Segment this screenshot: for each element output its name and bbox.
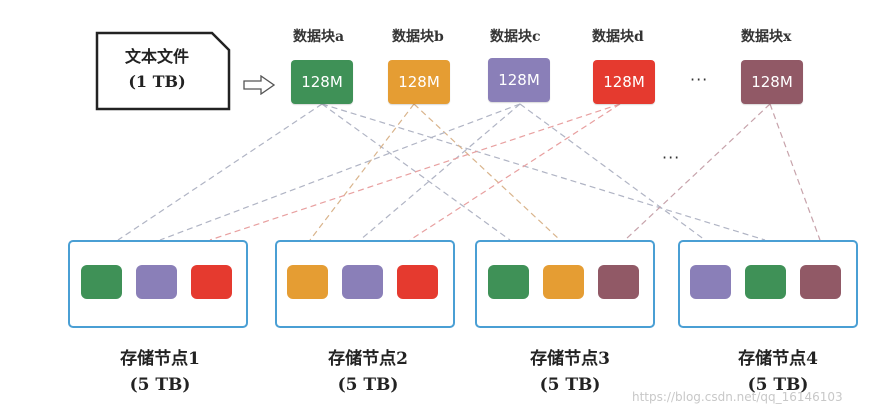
node1-block-c (136, 265, 177, 299)
block-label-x: 数据块x (741, 29, 792, 45)
block-label-a: 数据块a (293, 29, 345, 45)
text-file-title: 文本文件 (124, 47, 189, 66)
node4-block-x (800, 265, 841, 299)
node2-block-d (397, 265, 438, 299)
node4-block-a (745, 265, 786, 299)
connector-a-node4 (321, 103, 766, 241)
node2-block-c (342, 265, 383, 299)
storage-node-3-size: (5 TB) (539, 375, 601, 395)
text-file-size: (1 TB) (128, 72, 186, 91)
node3-block-a (488, 265, 529, 299)
data-block-x: 128M (741, 60, 803, 104)
data-block-d: 128M (593, 60, 655, 104)
connector-d-node1 (209, 103, 621, 241)
ellipsis-top: ··· (690, 70, 709, 89)
node2-block-b (287, 265, 328, 299)
text-file-label: 文本文件 (1 TB) (94, 44, 220, 94)
data-block-c: 128M (488, 58, 550, 102)
node1-block-d (191, 265, 232, 299)
block-label-c: 数据块c (490, 29, 541, 45)
storage-node-4-size: (5 TB) (747, 375, 809, 395)
connector-x-node3 (624, 103, 771, 241)
ellipsis-middle: ··· (662, 148, 681, 167)
data-block-a: 128M (291, 60, 353, 104)
data-block-b: 128M (388, 60, 450, 104)
block-label-d: 数据块d (592, 29, 644, 45)
watermark: https://blog.csdn.net/qq_16146103 (632, 390, 843, 404)
node3-block-x (598, 265, 639, 299)
text-file-document-icon (95, 31, 231, 111)
storage-node-2-label: 存储节点2 (5 TB) (293, 346, 443, 398)
storage-node-1-name: 存储节点1 (120, 349, 200, 369)
storage-node-2-name: 存储节点2 (328, 349, 408, 369)
connector-c-node4 (519, 103, 706, 241)
split-arrow-icon (243, 75, 275, 95)
connector-a-node3 (321, 103, 511, 241)
storage-node-3-label: 存储节点3 (5 TB) (495, 346, 645, 398)
connector-a-node1 (117, 103, 323, 241)
connector-b-node3 (413, 103, 561, 241)
connector-c-node2 (359, 103, 521, 241)
connector-c-node1 (159, 103, 521, 241)
node3-block-b (543, 265, 584, 299)
storage-node-2-size: (5 TB) (337, 375, 399, 395)
connector-d-node2 (409, 103, 621, 241)
block-label-b: 数据块b (392, 29, 444, 45)
storage-node-1-label: 存储节点1 (5 TB) (85, 346, 235, 398)
storage-node-3-name: 存储节点3 (530, 349, 610, 369)
storage-node-1-size: (5 TB) (129, 375, 191, 395)
connector-x-node4 (769, 103, 821, 241)
node1-block-a (81, 265, 122, 299)
connector-b-node2 (309, 103, 415, 241)
node4-block-c (690, 265, 731, 299)
storage-node-4-name: 存储节点4 (738, 349, 818, 369)
storage-node-4-label: 存储节点4 (5 TB) (703, 346, 853, 398)
